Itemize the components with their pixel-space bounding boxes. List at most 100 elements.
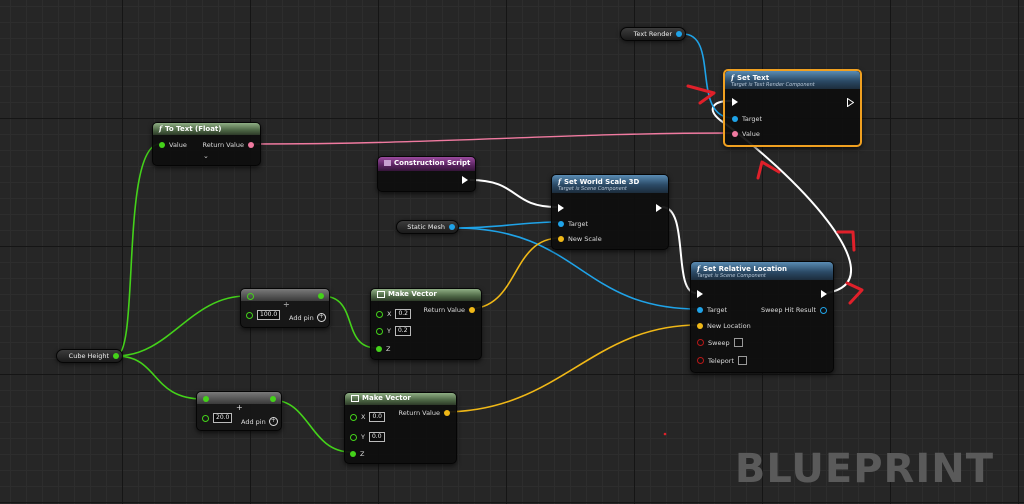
text-render-output-pin[interactable]: [676, 31, 682, 37]
exec-out-hollow-icon: [847, 98, 854, 107]
make-vector-1-title: Make Vector: [388, 290, 437, 298]
to-text-return-pin[interactable]: Return Value: [203, 141, 254, 149]
make-vector-1-y-input[interactable]: 0.2: [394, 326, 411, 336]
struct-make-icon: [377, 290, 385, 298]
bool-pin-dot: [697, 339, 704, 346]
set-relative-location-exec-out[interactable]: [821, 290, 827, 298]
text-render-variable[interactable]: Text Render: [620, 27, 686, 41]
multiply-node-1[interactable]: ÷ 100.0 Add pin+: [240, 288, 330, 328]
teleport-pin[interactable]: Teleport: [697, 356, 747, 365]
cube-height-variable[interactable]: Cube Height: [56, 349, 123, 363]
make-vector-1-x-input[interactable]: 0.2: [395, 309, 412, 319]
set-world-scale-target-label: Target: [568, 220, 589, 228]
exec-wire-construction-to-scale: [469, 179, 558, 208]
construction-script-exec-out[interactable]: [462, 176, 468, 184]
z-label: Z: [360, 450, 365, 458]
x-label: X: [387, 310, 392, 318]
set-world-scale-exec-out[interactable]: [656, 204, 662, 212]
struct-make-icon: [351, 394, 359, 402]
multiply-1-add-pin-button[interactable]: Add pin+: [289, 313, 326, 322]
set-world-scale-newscale-label: New Scale: [568, 235, 602, 243]
set-text-target-label: Target: [742, 115, 763, 123]
z-label: Z: [386, 345, 391, 353]
sweep-checkbox[interactable]: [733, 338, 743, 347]
sweep-pin[interactable]: Sweep: [697, 338, 743, 347]
static-mesh-output-pin[interactable]: [449, 224, 455, 230]
exec-in-icon: [558, 204, 564, 212]
multiply-1-output-pin[interactable]: [318, 293, 324, 299]
static-mesh-variable[interactable]: Static Mesh: [396, 220, 459, 234]
add-pin-label: Add pin: [289, 313, 314, 322]
make-vector-2-x-input[interactable]: 0.0: [369, 412, 386, 422]
make-vector-2-return-pin[interactable]: Return Value: [398, 409, 450, 417]
multiply-2-add-pin-button[interactable]: Add pin+: [241, 417, 278, 426]
cube-height-label: Cube Height: [68, 352, 109, 360]
set-text-target-pin[interactable]: Target: [732, 115, 762, 123]
vector-pin-dot: [444, 410, 450, 416]
exec-out-icon: [462, 176, 468, 184]
set-relative-location-exec-in[interactable]: [697, 290, 703, 298]
multiply-2-output-pin[interactable]: [270, 396, 276, 402]
teleport-checkbox[interactable]: [738, 356, 747, 365]
set-text-title: Set Text: [737, 74, 770, 82]
construction-script-header: Construction Script: [378, 157, 475, 171]
set-world-scale-subtitle: Target is Scene Component: [558, 186, 627, 192]
cube-height-output-pin[interactable]: [113, 353, 119, 359]
make-vector-2-header: Make Vector: [345, 393, 456, 405]
set-text-exec-out[interactable]: [847, 98, 854, 107]
make-vector-1-z-pin[interactable]: Z: [376, 345, 390, 353]
make-vector-1-return-pin[interactable]: Return Value: [424, 306, 475, 314]
wire-multiply1-to-vector1z: [321, 295, 378, 349]
construction-script-node[interactable]: Construction Script: [377, 156, 476, 192]
multiply-2-value-box[interactable]: 20.0: [213, 413, 233, 423]
float-pin-dot: [246, 311, 253, 319]
sweep-hit-result-pin[interactable]: Sweep Hit Result: [761, 306, 827, 314]
float-pin-dot: [376, 327, 383, 335]
to-text-value-pin[interactable]: Value: [159, 141, 187, 149]
multiply-1-input-b-pin[interactable]: 100.0: [246, 310, 281, 320]
set-relative-location-target-label: Target: [707, 306, 728, 314]
multiply-1-value-box[interactable]: 100.0: [257, 310, 281, 320]
float-pin-dot: [376, 310, 383, 318]
y-label: Y: [387, 327, 391, 335]
blueprint-watermark: BLUEPRINT: [734, 446, 994, 492]
make-vector-2-y-input[interactable]: 0.0: [368, 432, 385, 442]
set-world-scale-title: Set World Scale 3D: [564, 178, 640, 186]
text-pin-dot: [248, 142, 254, 148]
struct-pin-dot: [820, 306, 827, 314]
set-world-scale-newscale-pin[interactable]: New Scale: [558, 235, 602, 243]
set-world-scale-exec-in[interactable]: [558, 204, 564, 212]
set-relative-location-target-pin[interactable]: Target: [697, 306, 727, 314]
expand-chevron-icon[interactable]: ⌄: [203, 152, 209, 160]
event-icon: [384, 160, 391, 166]
static-mesh-label: Static Mesh: [407, 223, 445, 231]
make-vector-2-return-label: Return Value: [398, 409, 441, 417]
multiply-1-input-a-pin[interactable]: [247, 293, 254, 300]
plus-circle-icon: +: [268, 417, 278, 426]
multiply-2-input-a-pin[interactable]: [203, 396, 209, 402]
multiply-2-input-b-pin[interactable]: 20.0: [202, 413, 233, 423]
set-text-value-pin[interactable]: Value: [732, 130, 760, 138]
exec-in-icon: [732, 98, 738, 106]
x-label: X: [361, 413, 366, 421]
set-relative-location-title: Set Relative Location: [703, 265, 788, 273]
exec-out-icon: [656, 204, 662, 212]
set-text-exec-in[interactable]: [732, 98, 738, 106]
set-world-scale-target-pin[interactable]: Target: [558, 220, 588, 228]
make-vector-2-z-pin[interactable]: Z: [350, 450, 364, 458]
multiply-node-2[interactable]: + 20.0 Add pin+: [196, 391, 282, 431]
set-relative-location-newlocation-pin[interactable]: New Location: [697, 322, 751, 330]
